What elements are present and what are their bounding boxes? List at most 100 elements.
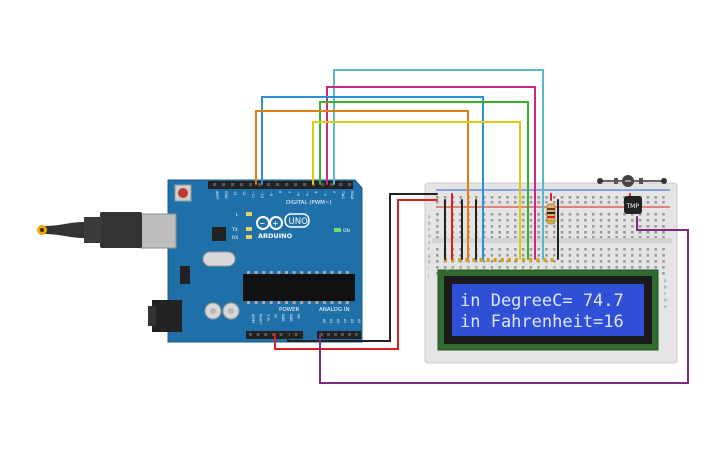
chip-leg [307, 301, 311, 304]
chip-leg [254, 301, 258, 304]
potentiometer-icon[interactable] [597, 175, 667, 187]
breadboard-hole [436, 196, 439, 199]
chip-leg [262, 271, 266, 274]
model-label: UNO [289, 217, 309, 227]
breadboard-hole [553, 231, 556, 234]
breadboard-hole [654, 196, 657, 199]
row-letter: i [428, 266, 429, 271]
breadboard-hole [537, 213, 540, 216]
breadboard-hole [475, 260, 478, 263]
digital-pin-hole [348, 183, 352, 187]
l-led-label: L [236, 212, 239, 218]
breadboard-hole [584, 236, 587, 239]
breadboard-hole [459, 236, 462, 239]
chip-leg [323, 301, 326, 304]
analog-pin-label: A3 [343, 319, 347, 323]
breadboard-hole [506, 266, 509, 269]
breadboard-hole [638, 225, 642, 228]
breadboard-hole [576, 231, 579, 234]
breadboard-hole [560, 248, 564, 251]
power-pin-hole [294, 333, 298, 336]
temperature-sensor-icon[interactable]: TMP [624, 196, 642, 214]
wires [255, 69, 689, 384]
rx-led-label: RX [232, 235, 238, 241]
breadboard-hole [592, 225, 595, 228]
breadboard-hole [529, 201, 533, 204]
breadboard-hole [498, 260, 501, 263]
breadboard-hole [599, 266, 603, 269]
power-pin-label: GND [281, 314, 285, 322]
breadboard-hole [623, 213, 626, 216]
chip-leg [315, 271, 319, 274]
lcd-pin [479, 258, 483, 262]
breadboard-hole [592, 254, 595, 257]
breadboard-hole [506, 196, 509, 199]
breadboard-hole [436, 254, 439, 257]
breadboard-hole [498, 254, 501, 257]
breadboard-hole [482, 231, 486, 234]
breadboard-hole [584, 266, 587, 269]
power-pin-label: 3.3V [266, 314, 270, 322]
chip-leg [285, 301, 288, 304]
breadboard-hole [490, 219, 494, 222]
breadboard-hole [459, 225, 462, 228]
analog-pin-label: A5 [357, 319, 361, 323]
breadboard-hole [490, 254, 494, 257]
breadboard-hole [654, 225, 657, 228]
breadboard-hole [592, 248, 595, 251]
potentiometer-pin-right [661, 178, 667, 184]
breadboard-hole [498, 219, 501, 222]
breadboard-hole [459, 254, 462, 257]
breadboard-hole [490, 236, 494, 239]
row-letter: e [428, 240, 431, 245]
breadboard-hole [490, 225, 494, 228]
brand-label: ARDUINO [258, 232, 293, 240]
breadboard-hole [584, 260, 587, 263]
analog-header [317, 331, 361, 339]
breadboard-hole [576, 260, 579, 263]
breadboard-hole [506, 236, 509, 239]
lcd-pin-label: RS [467, 264, 471, 268]
breadboard-hole [615, 236, 618, 239]
breadboard-hole [553, 201, 556, 204]
analog-pin-hole [348, 333, 351, 336]
breadboard-hole [646, 213, 650, 216]
digital-pin-label: 2 [332, 191, 336, 193]
breadboard-hole [436, 260, 439, 263]
breadboard-hole [615, 201, 618, 204]
breadboard-hole [638, 231, 642, 234]
breadboard-hole [459, 196, 462, 199]
breadboard-hole [490, 201, 494, 204]
digital-pin-hole [213, 183, 217, 187]
breadboard-hole [521, 196, 525, 199]
reset-button-icon [178, 188, 188, 198]
lcd-pin-label: DB4 [517, 264, 521, 270]
breadboard-hole [615, 266, 618, 269]
digital-header [208, 181, 353, 189]
breadboard-hole [646, 231, 650, 234]
breadboard-hole [599, 260, 603, 263]
chip-leg [262, 301, 266, 304]
breadboard-hole [490, 196, 494, 199]
breadboard-hole [482, 225, 486, 228]
breadboard-hole [623, 231, 626, 234]
digital-pin-hole [231, 183, 235, 187]
breadboard-hole [514, 236, 517, 239]
digital-pin-hole [285, 183, 289, 187]
digital-pin-label: 12 [242, 191, 246, 195]
breadboard-hole [607, 219, 611, 222]
breadboard-hole [490, 231, 494, 234]
power-pin-hole [249, 333, 252, 336]
breadboard-hole [662, 266, 665, 269]
usb-plug-strain [84, 217, 102, 243]
breadboard-hole [490, 266, 494, 269]
breadboard-hole [514, 213, 517, 216]
logo-plus: + [273, 220, 279, 228]
analog-label: ANALOG IN [319, 307, 350, 313]
breadboard-hole [615, 260, 618, 263]
breadboard-hole [568, 236, 572, 239]
breadboard-hole [599, 196, 603, 199]
